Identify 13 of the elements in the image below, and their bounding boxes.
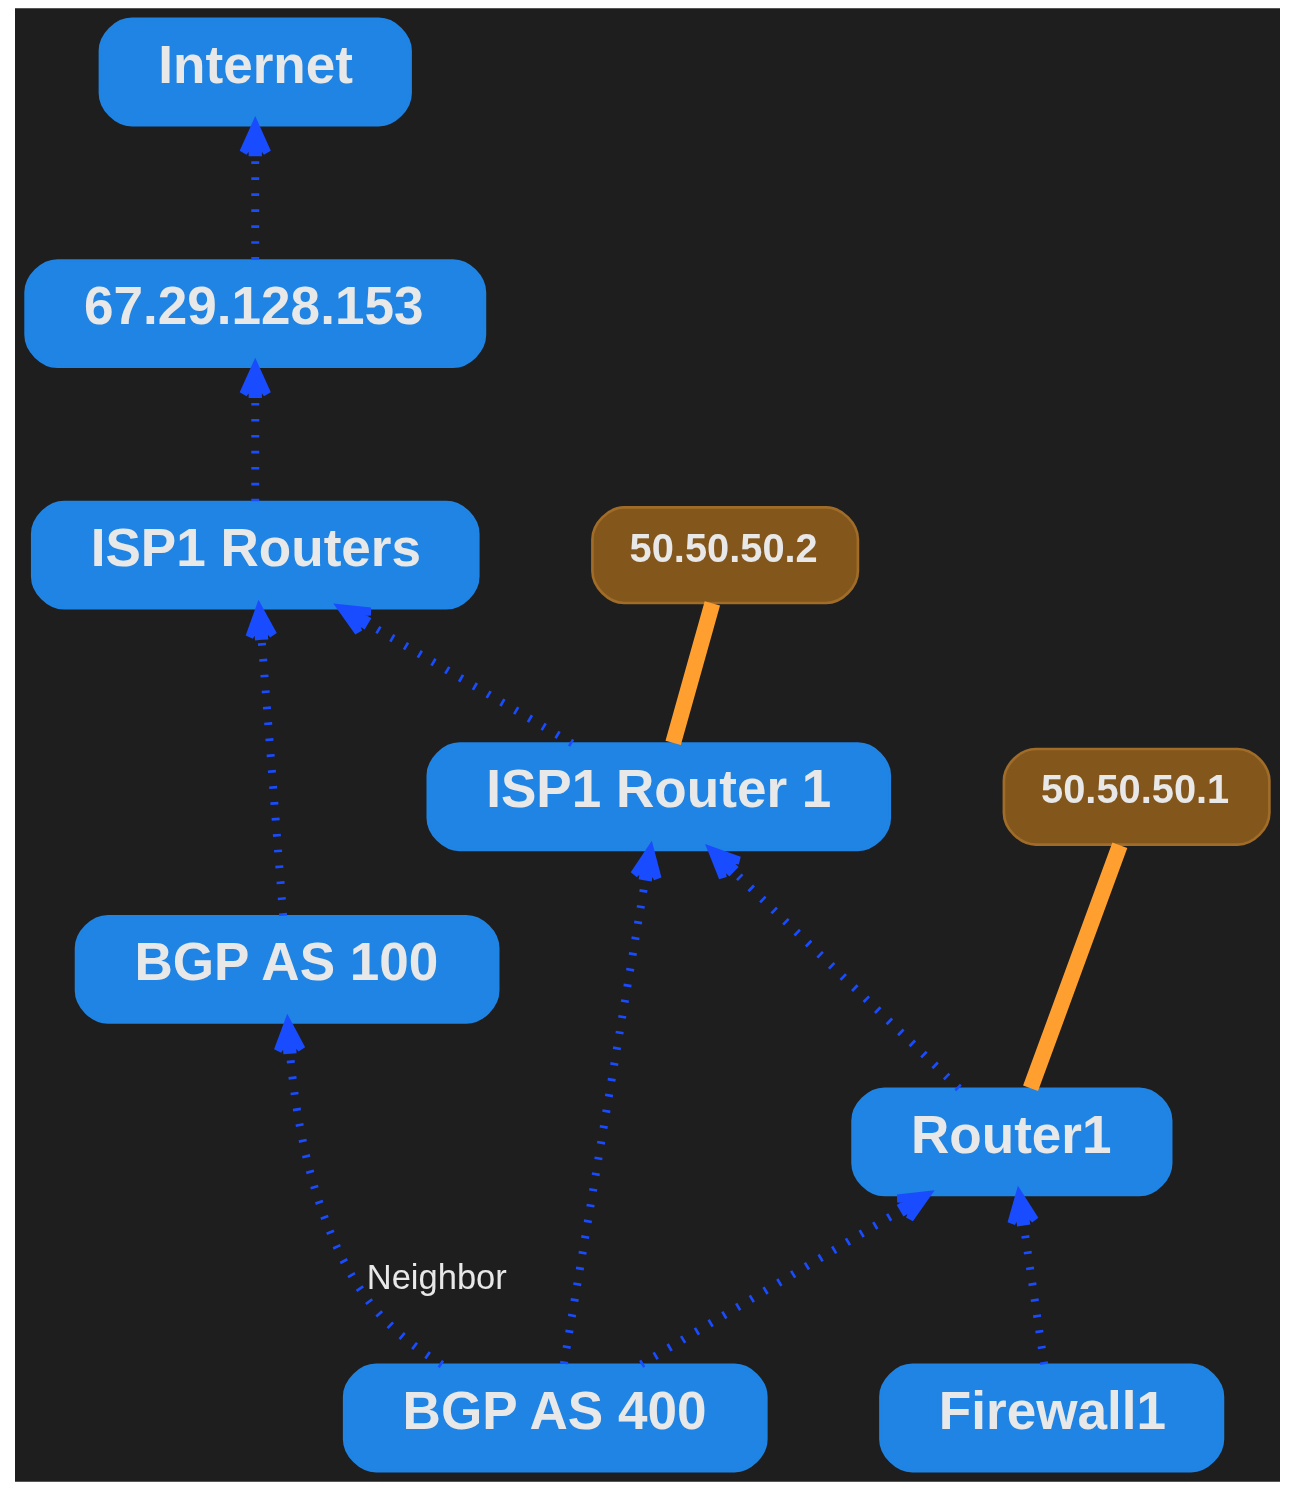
connector — [665, 601, 720, 745]
connector — [1022, 842, 1127, 1092]
arrow — [707, 846, 962, 1092]
node-box: 50.50.50.2 — [590, 506, 859, 605]
node-box: Internet — [98, 17, 412, 127]
node-box: ISP1 Routers — [30, 500, 480, 610]
node-box: BGP AS 400 — [342, 1363, 768, 1473]
node-box: 50.50.50.1 — [1002, 747, 1271, 846]
node-box: Router1 — [850, 1087, 1172, 1197]
node-box: ISP1 Router 1 — [426, 742, 891, 852]
node-box: BGP AS 100 — [74, 914, 499, 1024]
node-box: 67.29.128.153 — [23, 259, 486, 368]
node-box: Firewall1 — [878, 1363, 1224, 1473]
